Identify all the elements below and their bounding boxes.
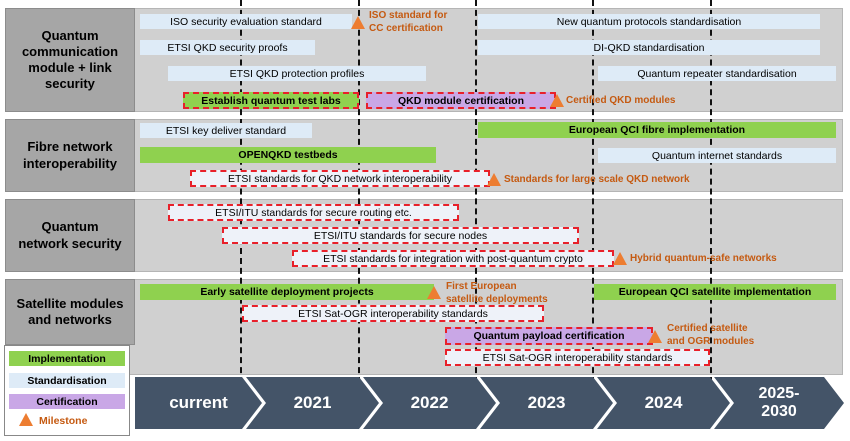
- category-fibre-network: Fibre network interoperability: [5, 119, 135, 192]
- bar-european-qci-satellite: European QCI satellite implementation: [594, 284, 836, 300]
- milestone-hybrid-label: Hybrid quantum-safe networks: [630, 253, 777, 264]
- milestone-certified-qkd-label: Certified QKD modules: [566, 95, 676, 106]
- year-divider-2024: [592, 0, 594, 383]
- bar-iso-security-evaluation: ISO security evaluation standard: [140, 14, 352, 29]
- milestone-iso-cc-label: ISO standard for CC certification: [369, 10, 448, 34]
- category-network-security: Quantum network security: [5, 199, 135, 272]
- bar-qkd-module-certification: QKD module certification: [366, 92, 556, 109]
- bar-quantum-internet-standards: Quantum internet standards: [598, 148, 836, 163]
- milestone-large-scale-icon: [487, 173, 501, 186]
- milestone-certified-satellite-icon: [648, 330, 662, 343]
- milestone-large-scale-label: Standards for large scale QKD network: [504, 174, 690, 185]
- bar-etsi-key-deliver: ETSI key deliver standard: [140, 123, 312, 138]
- timeline-current: current: [135, 377, 262, 429]
- milestone-certified-qkd-icon: [550, 94, 564, 107]
- milestone-hybrid-icon: [613, 252, 627, 265]
- timeline-2022: 2022: [363, 377, 496, 429]
- legend-standardisation: Standardisation: [9, 373, 125, 388]
- legend-implementation: Implementation: [9, 351, 125, 366]
- bar-quantum-repeater-std: Quantum repeater standardisation: [598, 66, 836, 81]
- legend-milestone-label: Milestone: [39, 415, 88, 427]
- bar-di-qkd-standardisation: DI-QKD standardisation: [478, 40, 820, 55]
- bar-openqkd-testbeds: OPENQKD testbeds: [140, 147, 436, 163]
- timeline-2021: 2021: [246, 377, 379, 429]
- milestone-first-european-sat-label: First European satellite deployments: [446, 281, 548, 305]
- bar-quantum-payload-certification: Quantum payload certification: [445, 327, 653, 345]
- bar-european-qci-fibre: European QCI fibre implementation: [478, 122, 836, 138]
- bar-etsi-qkd-protection-profiles: ETSI QKD protection profiles: [168, 66, 426, 81]
- category-satellite: Satellite modules and networks: [5, 279, 135, 345]
- year-divider-2025: [710, 0, 712, 383]
- timeline-2025-2030: 2025- 2030: [714, 377, 844, 429]
- milestone-iso-cc-icon: [351, 16, 365, 29]
- timeline-2024: 2024: [597, 377, 730, 429]
- bar-early-satellite-deployment: Early satellite deployment projects: [140, 284, 434, 300]
- legend: Implementation Standardisation Certifica…: [4, 345, 130, 436]
- milestone-certified-satellite-label: Certified satellite and OGR modules: [667, 323, 755, 347]
- year-divider-2023: [475, 0, 477, 383]
- bar-sat-ogr-interoperability-1: ETSI Sat-OGR interoperability standards: [242, 305, 544, 322]
- year-divider-2022: [358, 0, 360, 383]
- bar-secure-routing: ETSI/ITU standards for secure routing et…: [168, 204, 459, 221]
- milestone-first-european-sat-icon: [427, 286, 441, 299]
- bar-etsi-qkd-security-proofs: ETSI QKD security proofs: [140, 40, 315, 55]
- year-divider-2021: [240, 0, 242, 383]
- legend-certification: Certification: [9, 394, 125, 409]
- legend-milestone-icon: [19, 413, 33, 426]
- bar-secure-nodes: ETSI/ITU standards for secure nodes: [222, 227, 579, 244]
- bar-sat-ogr-interoperability-2: ETSI Sat-OGR interoperability standards: [445, 349, 710, 366]
- category-module-link-security: Quantum communication module + link secu…: [5, 8, 135, 112]
- bar-qkd-network-interoperability: ETSI standards for QKD network interoper…: [190, 170, 490, 187]
- bar-new-quantum-protocols: New quantum protocols standardisation: [478, 14, 820, 29]
- timeline-2023: 2023: [480, 377, 613, 429]
- bar-establish-quantum-test-labs: Establish quantum test labs: [183, 92, 359, 109]
- bar-post-quantum-crypto: ETSI standards for integration with post…: [292, 250, 614, 267]
